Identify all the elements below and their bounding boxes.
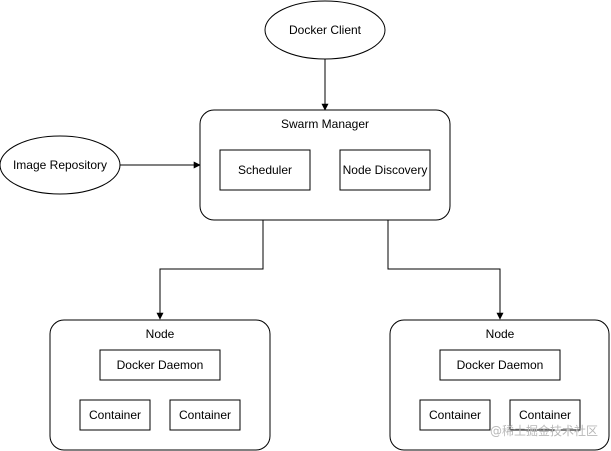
swarm-manager-node: Swarm Manager Scheduler Node Discovery	[199, 109, 451, 221]
image-repository-label: Image Repository	[13, 158, 107, 172]
node-right-container-2-label: Container	[519, 408, 571, 422]
swarm-manager-label: Swarm Manager	[281, 117, 369, 131]
node-right: Node Docker Daemon Container Container	[389, 319, 610, 451]
scheduler-box	[219, 149, 311, 191]
node-discovery-box	[339, 149, 431, 191]
node-right-container-1-label: Container	[429, 408, 481, 422]
edge-manager-to-node-right	[387, 220, 504, 320]
node-right-container-1-box	[419, 399, 491, 431]
docker-client-node: Docker Client	[264, 0, 386, 60]
node-right-title: Node	[486, 327, 515, 341]
node-left-container-2-label: Container	[179, 408, 231, 422]
node-left-container-2-box	[169, 399, 241, 431]
node-right-container-2-box	[509, 399, 581, 431]
node-left-title: Node	[146, 327, 175, 341]
node-left: Node Docker Daemon Container Container	[49, 319, 271, 451]
image-repository-node: Image Repository	[0, 135, 121, 195]
node-discovery-label: Node Discovery	[343, 163, 428, 177]
node-left-container-1-label: Container	[89, 408, 141, 422]
node-right-daemon-box	[439, 349, 561, 381]
node-left-daemon-box	[99, 349, 221, 381]
scheduler-label: Scheduler	[238, 163, 292, 177]
node-right-daemon-label: Docker Daemon	[457, 358, 544, 372]
watermark-text: @稀土掘金技术社区	[490, 423, 598, 438]
docker-client-label: Docker Client	[289, 23, 362, 37]
node-left-container-1-box	[79, 399, 151, 431]
edge-manager-to-node-left	[156, 220, 264, 320]
node-left-daemon-label: Docker Daemon	[117, 358, 204, 372]
